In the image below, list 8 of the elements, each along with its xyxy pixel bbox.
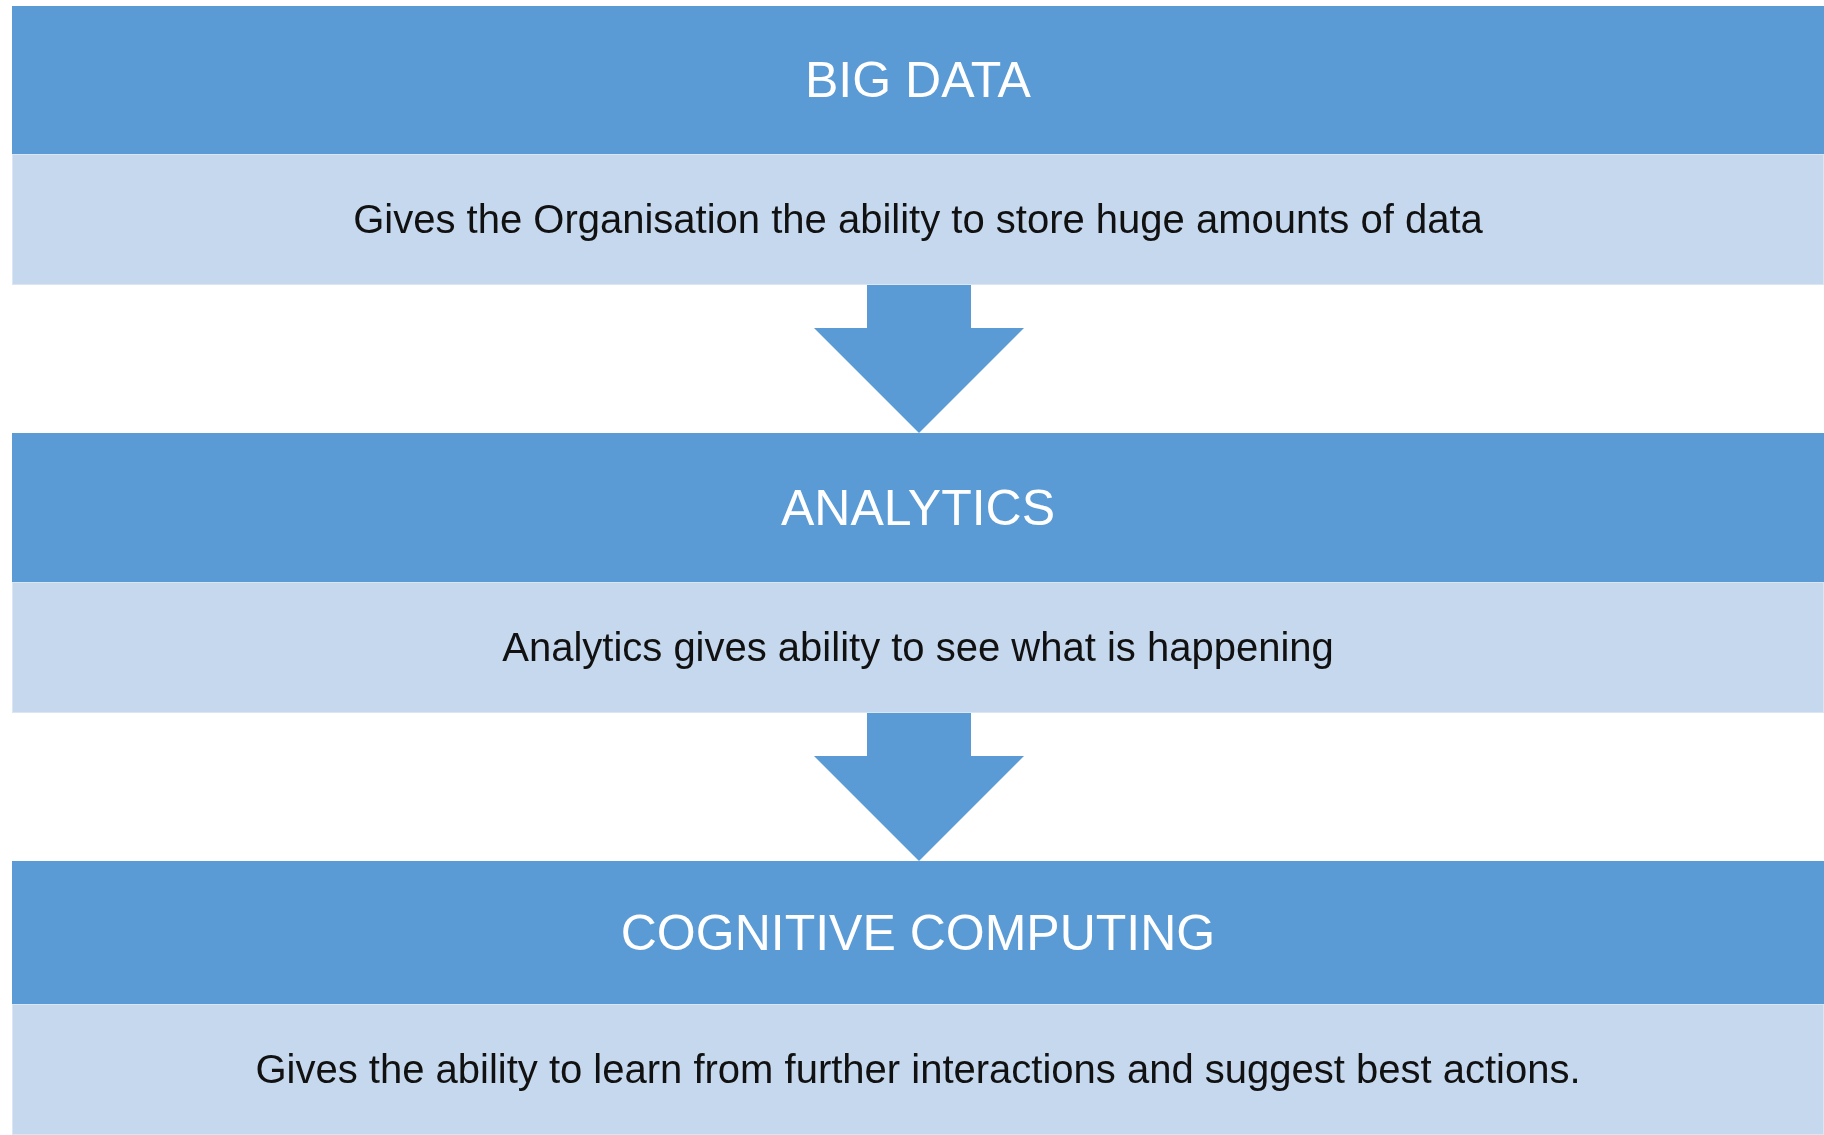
block-arrow: [814, 285, 1024, 433]
stage-header: ANALYTICS: [12, 433, 1824, 582]
stage-description: Gives the ability to learn from further interactions and suggest best actions.: [12, 1004, 1824, 1135]
stage-header: COGNITIVE COMPUTING: [12, 861, 1824, 1004]
block-arrow: [814, 713, 1024, 861]
stage-description: Gives the Organisation the ability to store huge amounts of data: [12, 154, 1824, 285]
stage-description: Analytics gives ability to see what is happening: [12, 582, 1824, 713]
stage-header: BIG DATA: [12, 6, 1824, 154]
